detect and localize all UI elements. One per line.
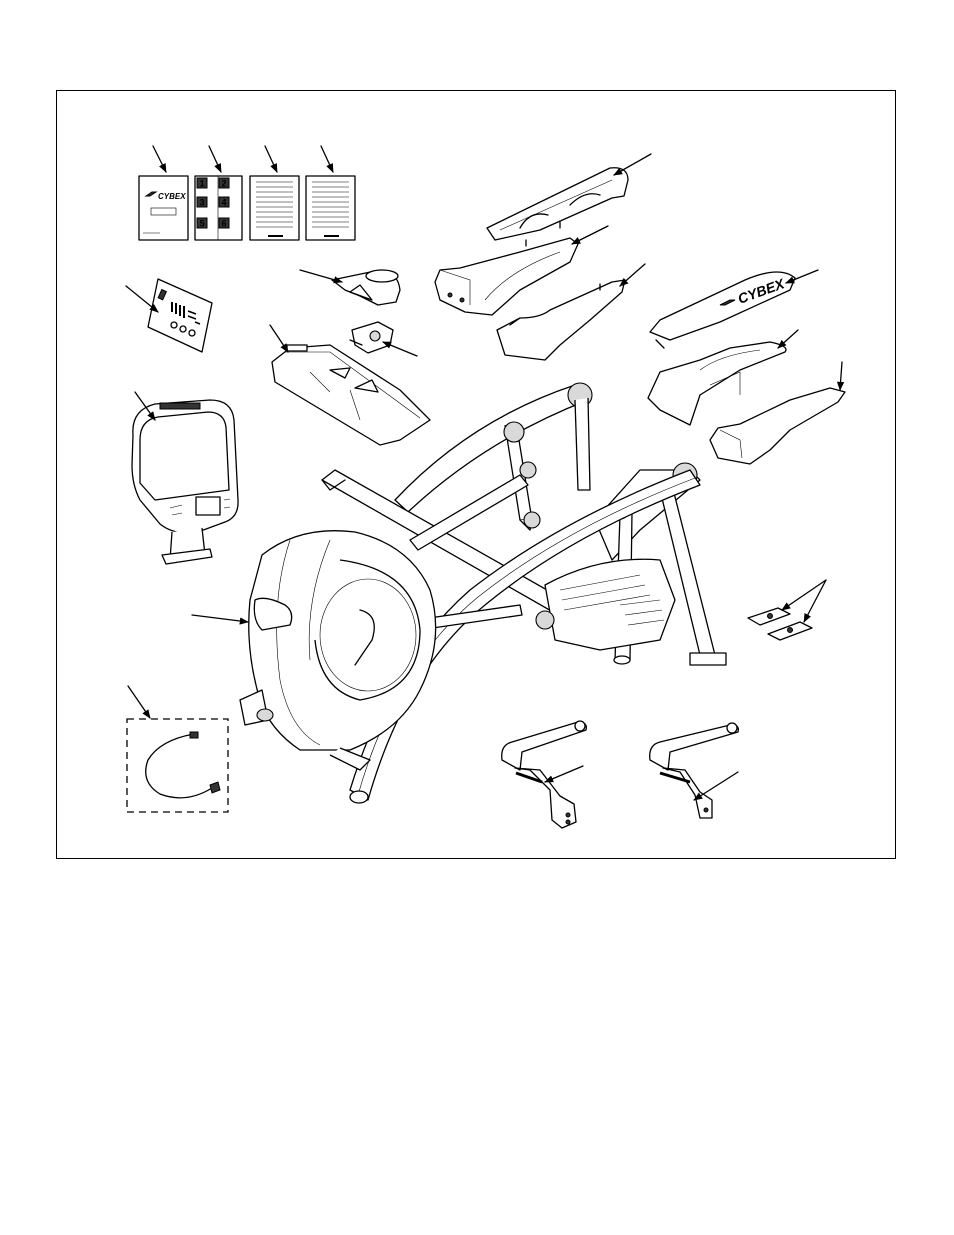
arrow-pointer-icon xyxy=(544,765,584,783)
arrow-pointer-icon xyxy=(781,579,827,611)
callout-arrows xyxy=(125,145,845,801)
arrow-pointer-icon xyxy=(299,269,343,284)
assembly-steps-document: 1 2 3 4 5 6 xyxy=(194,175,243,241)
manual-cover-logo: CYBEX xyxy=(158,192,186,201)
instruction-sheet-1 xyxy=(249,175,300,241)
step-number-3: 3 xyxy=(200,198,205,208)
optional-power-cord-box xyxy=(126,718,229,813)
front-tray-shroud xyxy=(271,344,431,446)
arrow-pointer-icon xyxy=(619,263,646,287)
arrow-pointer-icon xyxy=(777,329,799,349)
foot-cap-pair xyxy=(747,607,813,641)
right-moving-handlebar xyxy=(649,722,739,819)
arrow-pointer-icon xyxy=(208,145,222,173)
arrow-pointer-icon xyxy=(803,579,827,623)
hardware-kit-card xyxy=(147,278,213,353)
upper-shroud-top xyxy=(486,167,629,247)
step-number-1: 1 xyxy=(200,179,205,189)
step-number-2: 2 xyxy=(222,179,227,189)
arrow-pointer-icon xyxy=(125,285,159,313)
arrow-pointer-icon xyxy=(613,153,652,176)
step-number-6: 6 xyxy=(222,219,227,229)
diagram-frame xyxy=(56,90,896,859)
console-display xyxy=(131,399,239,565)
arrow-pointer-icon xyxy=(836,361,845,391)
arrow-pointer-icon xyxy=(693,771,739,801)
step-number-5: 5 xyxy=(200,219,205,229)
right-side-shroud-lower xyxy=(709,387,846,465)
arrow-pointer-icon xyxy=(382,341,418,357)
arrow-pointer-icon xyxy=(320,145,334,173)
arrow-pointer-icon xyxy=(152,145,167,173)
left-side-shroud-lower xyxy=(496,279,626,361)
owners-manual-document: CYBEX xyxy=(138,175,189,241)
arrow-pointer-icon xyxy=(127,685,151,719)
arrow-pointer-icon xyxy=(191,614,249,625)
cup-holder-tray xyxy=(331,269,401,306)
step-number-4: 4 xyxy=(222,198,227,208)
arrow-pointer-icon xyxy=(264,145,278,173)
instruction-sheet-2 xyxy=(305,175,356,241)
left-side-shroud-upper xyxy=(434,237,579,316)
right-upper-shroud-with-logo: CYBEX xyxy=(649,271,796,349)
arrow-pointer-icon xyxy=(785,269,819,284)
arrow-pointer-icon xyxy=(571,225,609,245)
arrow-pointer-icon xyxy=(269,324,289,353)
power-cord xyxy=(145,731,221,799)
arrow-pointer-icon xyxy=(134,391,156,421)
left-moving-handlebar xyxy=(501,720,587,829)
small-bracket-part xyxy=(349,321,394,354)
flywheel-shroud xyxy=(239,530,437,771)
